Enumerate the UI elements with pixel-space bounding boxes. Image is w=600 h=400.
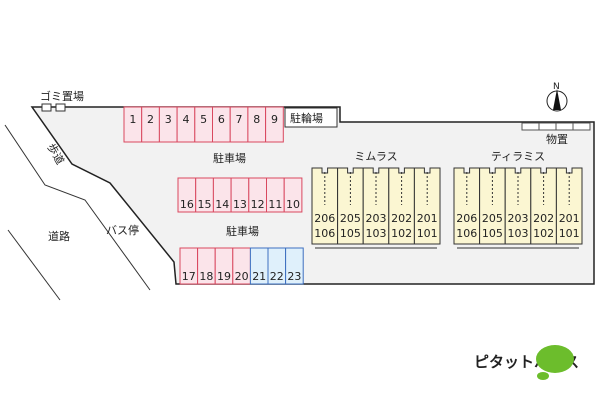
unit-number-upper: 206	[314, 212, 335, 225]
unit-number-lower: 101	[559, 227, 580, 240]
unit-number-lower: 106	[456, 227, 477, 240]
parking-space-number: 4	[182, 113, 189, 126]
unit-number-lower: 102	[533, 227, 554, 240]
parking-space-number: 11	[268, 198, 282, 211]
unit-number-upper: 203	[508, 212, 529, 225]
parking-space-number: 20	[235, 270, 249, 283]
parking-space-number: 12	[251, 198, 265, 211]
unit-number-lower: 106	[314, 227, 335, 240]
apartment-unit	[337, 167, 364, 245]
apartment-unit	[413, 167, 441, 245]
parking-space-number: 5	[200, 113, 207, 126]
storage-label: 物置	[546, 132, 568, 146]
parking-space-number: 2	[147, 113, 154, 126]
storage-sheds: 物置	[521, 122, 591, 146]
parking-space-number: 8	[253, 113, 260, 126]
unit-number-upper: 201	[417, 212, 438, 225]
garbage-label: ゴミ置場	[40, 89, 84, 103]
north-arrow-icon: N	[546, 82, 568, 112]
parking-label: 駐車場	[213, 151, 246, 165]
apartment-unit	[388, 167, 415, 245]
parking-space-number: 16	[180, 198, 194, 211]
parking-space-number: 6	[218, 113, 225, 126]
parking-space-number: 23	[287, 270, 301, 283]
building-name: ミムラス	[354, 150, 397, 163]
apartment-unit	[453, 167, 481, 245]
apartment-unit	[555, 167, 583, 245]
bicycle-label: 駐輪場	[290, 111, 323, 125]
parking-space-number: 14	[215, 198, 229, 211]
parking-space-number: 15	[198, 198, 212, 211]
unit-number-lower: 103	[366, 227, 387, 240]
parking-space-number: 1	[129, 113, 136, 126]
unit-number-upper: 203	[366, 212, 387, 225]
bus-stop-label: バス停	[106, 223, 139, 237]
svg-text:N: N	[553, 82, 560, 92]
parking-space-number: 21	[252, 270, 266, 283]
pitat-house-logo: ピタットハウス	[474, 345, 579, 380]
unit-number-upper: 205	[482, 212, 503, 225]
unit-number-lower: 102	[391, 227, 412, 240]
unit-number-upper: 206	[456, 212, 477, 225]
unit-number-upper: 201	[559, 212, 580, 225]
unit-number-lower: 105	[482, 227, 503, 240]
bicycle-parking	[284, 107, 338, 128]
parking-space-number: 18	[199, 270, 213, 283]
parking-space	[283, 177, 303, 213]
apartment-unit	[479, 167, 506, 245]
parking-space-number: 13	[233, 198, 247, 211]
garbage-area: ゴミ置場	[40, 89, 84, 112]
unit-number-upper: 205	[340, 212, 361, 225]
unit-number-lower: 101	[417, 227, 438, 240]
apartment-unit	[362, 167, 390, 245]
unit-number-lower: 105	[340, 227, 361, 240]
building-name: ティラミス	[491, 150, 545, 163]
parking-label: 駐車場	[226, 224, 259, 238]
road-label: 道路	[48, 229, 70, 243]
unit-number-upper: 202	[391, 212, 412, 225]
parking-space-number: 10	[286, 198, 300, 211]
parking-space	[265, 106, 284, 143]
apartment-unit	[504, 167, 532, 245]
apartment-unit	[311, 167, 339, 245]
unit-number-upper: 202	[533, 212, 554, 225]
apartment-unit	[530, 167, 557, 245]
parking-space-number: 19	[217, 270, 231, 283]
parking-space-number: 17	[182, 270, 196, 283]
parking-space-number: 9	[271, 113, 278, 126]
buildings: ミムラス 206 106 205 105 203 103 202 102 201 101 ティラミス 2…	[311, 150, 583, 249]
road-lines	[4, 124, 151, 301]
parking-space	[285, 247, 304, 285]
parking-space-number: 7	[236, 113, 243, 126]
parking-space-number: 3	[165, 113, 172, 126]
unit-number-lower: 103	[508, 227, 529, 240]
parking-space-number: 22	[270, 270, 284, 283]
